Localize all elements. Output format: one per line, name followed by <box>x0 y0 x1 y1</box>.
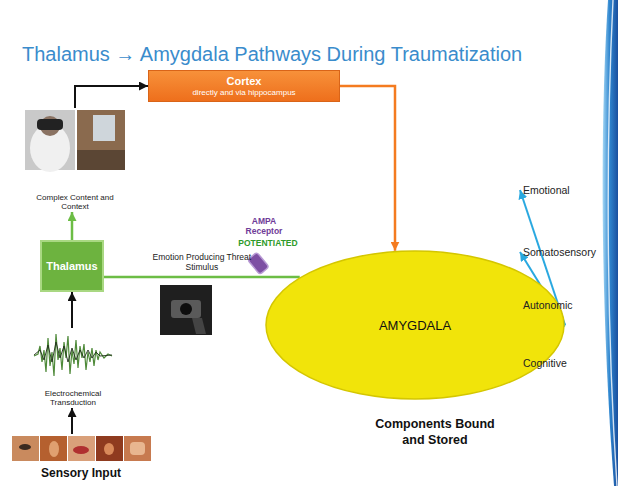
gun-body <box>171 300 201 318</box>
node-text: directly and via hippocampus <box>192 88 295 98</box>
connector-arrow <box>340 86 395 251</box>
connector-arrow <box>75 86 148 108</box>
node-text: Complex Content and Context <box>22 193 128 212</box>
ellipse-fill <box>266 251 564 399</box>
image-caption: Electrochemical Transduction <box>28 328 118 408</box>
node-text: AMYGDALA <box>379 318 451 333</box>
node-text: Thalamus <box>46 260 97 273</box>
node-text: Cognitive <box>523 356 567 370</box>
receptor-label: AMPA Receptor <box>242 216 286 236</box>
connector-arrow <box>71 292 73 328</box>
process-box: Cortexdirectly and via hippocampus <box>148 70 340 102</box>
slide-title: Thalamus → Amygdala Pathways During Trau… <box>22 42 522 66</box>
sensory-photos <box>12 436 151 461</box>
connector-arrow <box>71 408 73 434</box>
connector-arrow <box>104 276 300 279</box>
side-wave <box>603 0 618 486</box>
ear <box>49 441 59 457</box>
wave-band <box>603 0 618 486</box>
context-photos <box>25 110 125 172</box>
face-photo <box>40 436 67 461</box>
image-caption: Complex Content and Context <box>22 108 128 212</box>
connector-arrow <box>71 212 74 240</box>
room-photo <box>77 110 125 170</box>
waveform <box>34 334 112 376</box>
waveform-trace-dark <box>34 342 112 362</box>
nose <box>104 443 114 455</box>
eye <box>19 444 31 450</box>
face-photo <box>96 436 123 461</box>
note-text: Components Bound and Stored <box>365 416 505 448</box>
wave-highlight <box>608 0 617 486</box>
node-text: Somatosensory <box>523 245 596 259</box>
face-photo <box>12 436 39 461</box>
face-photo <box>124 436 151 461</box>
ellipse-node: AMYGDALA <box>265 250 565 400</box>
node-text: Autonomic <box>523 298 573 312</box>
process-box: Thalamus <box>40 240 104 292</box>
output-text: Cognitive <box>520 355 569 371</box>
gun-photo <box>160 285 212 335</box>
room-window <box>93 115 115 141</box>
output-text: Autonomic <box>520 297 575 313</box>
output-text: Somatosensory <box>520 244 598 260</box>
image-caption: Sensory Input <box>8 434 154 480</box>
hand <box>130 442 145 455</box>
face-photo <box>68 436 95 461</box>
node-text: Emotional <box>523 183 570 197</box>
room-floor <box>77 150 125 170</box>
receptor-state: POTENTIATED <box>232 238 304 248</box>
edge-label: Emotion Producing Threat Stimulus <box>146 252 258 272</box>
node-text: Electrochemical Transduction <box>28 389 118 408</box>
output-text: Emotional <box>520 182 572 198</box>
gun-photo-ground <box>160 285 212 335</box>
waveform-trace <box>34 334 112 376</box>
vr-headset <box>37 119 63 130</box>
gun-grip <box>192 318 206 334</box>
lips <box>73 446 89 454</box>
gun-barrel <box>180 303 192 315</box>
node-text: Cortex <box>227 75 262 88</box>
node-text: Sensory Input <box>8 466 154 480</box>
